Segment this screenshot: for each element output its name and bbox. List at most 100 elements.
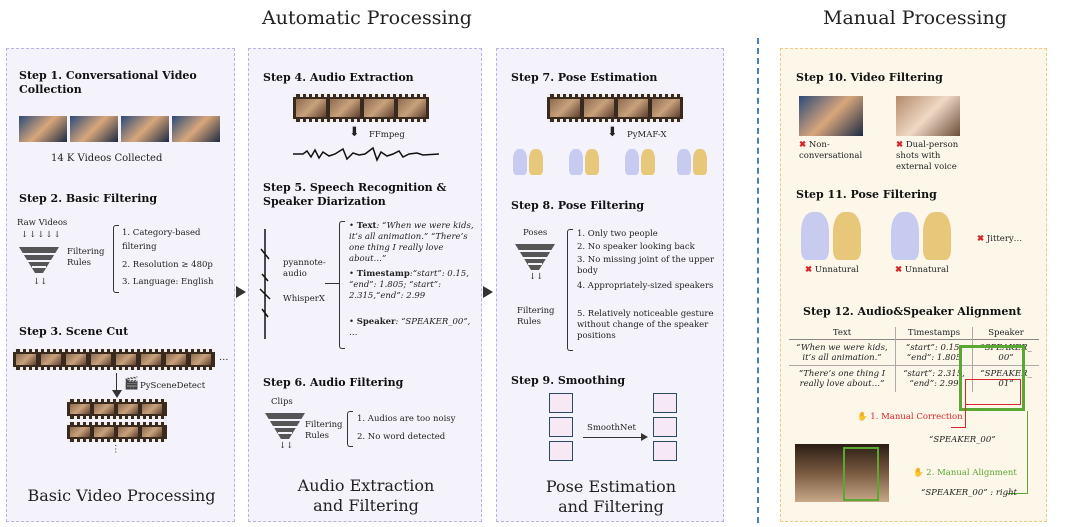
manual-alignment-text: 2. Manual Alignment xyxy=(926,468,1017,478)
video-thumbnail xyxy=(172,116,220,142)
film-strip xyxy=(293,94,429,122)
whisperx-label: WhisperX xyxy=(283,294,325,304)
poses-label: Poses xyxy=(523,228,548,238)
connector-line xyxy=(325,283,339,284)
connector-line xyxy=(951,403,966,428)
pose-mesh xyxy=(801,212,829,260)
pose-mesh xyxy=(693,149,707,175)
funnel-icon xyxy=(515,244,555,270)
step5-title: Step 5. Speech Recognition & Speaker Dia… xyxy=(263,181,447,208)
pose-mesh xyxy=(833,212,861,260)
rule-item: 2. No word detected xyxy=(357,432,446,442)
step1-title: Step 1. Conversational Video Collection xyxy=(19,69,197,96)
x-icon: ✖ xyxy=(896,140,904,150)
dual-person-text: Dual-person shots with external voice xyxy=(896,140,959,172)
rule-item: 3. Language: English xyxy=(122,277,214,287)
unnatural-text: Unnatural xyxy=(904,265,949,275)
text-value: : “When we were kids, it’s all animation… xyxy=(349,221,474,264)
dual-person-label: ✖ Dual-person shots with external voice xyxy=(896,140,978,173)
pose-mesh xyxy=(513,149,527,175)
video-thumbnail xyxy=(70,116,118,142)
non-conversational-label: ✖ Non-conversational xyxy=(799,140,879,162)
step12-title: Step 12. Audio&Speaker Alignment xyxy=(803,305,1022,318)
ellipsis: … xyxy=(219,352,229,363)
rule-item: 5. Relatively noticeable gesture without… xyxy=(577,309,714,341)
down-arrow-icon: ⬇ xyxy=(349,125,360,140)
section-divider xyxy=(757,38,759,523)
pose-mesh xyxy=(891,212,919,260)
x-icon: ✖ xyxy=(895,265,903,275)
pose-frame xyxy=(653,417,677,437)
down-arrows-icon: ↓↓ xyxy=(279,441,294,451)
pose-frame xyxy=(653,441,677,461)
manual-correction-text: 1. Manual Correction xyxy=(870,412,963,422)
table-header: Speaker xyxy=(988,328,1024,338)
rule-item: 1. Category-based filtering xyxy=(122,228,201,252)
speaker-value: : “SPEAKER_00”, … xyxy=(349,317,471,338)
video-thumbnail xyxy=(799,96,863,136)
table-cell: “There’s one thing I really love about…” xyxy=(789,365,896,392)
x-icon: ✖ xyxy=(799,140,807,150)
pose-frame xyxy=(549,441,573,461)
rule-item: 1. Only two people xyxy=(577,229,658,239)
timestamp-value: :“start”: 0.15, “end”: 1.805; “start”: 2… xyxy=(349,269,469,301)
jittery-text: Jittery… xyxy=(986,234,1023,244)
pose-mesh xyxy=(923,212,951,260)
hand-icon: ✋ xyxy=(857,412,868,422)
step8-title: Step 8. Pose Filtering xyxy=(511,199,645,212)
jittery-label: ✖ Jittery… xyxy=(977,234,1022,245)
video-thumbnail xyxy=(121,116,169,142)
arrow-head-icon xyxy=(641,433,648,441)
film-strip xyxy=(13,349,215,370)
table-cell: “SPEAKER_ 01” xyxy=(980,368,1032,389)
text-label: Text xyxy=(356,221,377,231)
error-highlight-box xyxy=(965,379,1021,405)
rule-item: 3. No missing joint of the upper body xyxy=(577,255,715,276)
step2-title: Step 2. Basic Filtering xyxy=(19,192,158,205)
arrow-line xyxy=(583,437,643,438)
panel-pose-estimation: Step 7. Pose Estimation ⬇ PyMAF-X Step 8… xyxy=(496,48,724,522)
video-thumbnail xyxy=(19,116,67,142)
speaker-highlight-box xyxy=(843,447,879,501)
step11-title: Step 11. Pose Filtering xyxy=(796,188,937,201)
speaker-highlight-box xyxy=(959,345,1025,411)
rule-item: 1. Audios are too noisy xyxy=(357,414,456,424)
down-arrows-icon: ↓↓↓↓↓ xyxy=(21,230,62,240)
funnel-icon xyxy=(19,247,59,273)
pymaf-label: PyMAF-X xyxy=(627,130,667,140)
pyscenedetect-label: PySceneDetect xyxy=(140,381,206,391)
down-arrow-icon: ⬇ xyxy=(607,125,618,140)
panel-manual-processing: Step 10. Video Filtering ✖ Non-conversat… xyxy=(780,48,1047,522)
unnatural-label: ✖ Unnatural xyxy=(805,265,859,276)
pose-frame xyxy=(549,417,573,437)
step7-title: Step 7. Pose Estimation xyxy=(511,71,658,84)
pose-mesh xyxy=(677,149,691,175)
timestamp-label: Timestamp xyxy=(356,269,410,279)
film-strip xyxy=(67,399,167,419)
step3-title: Step 3. Scene Cut xyxy=(19,325,129,338)
filtering-rules-label: Filtering Rules xyxy=(67,247,105,268)
rule-item: 4. Appropriately-sized speakers xyxy=(577,281,714,291)
speaker-label: Speaker xyxy=(356,317,396,327)
pose-frame xyxy=(549,393,573,413)
clips-label: Clips xyxy=(271,397,293,407)
speaker-output: • Speaker: “SPEAKER_00”, … xyxy=(349,317,471,338)
x-icon: ✖ xyxy=(977,234,985,244)
x-icon: ✖ xyxy=(805,265,813,275)
raw-videos-label: Raw Videos xyxy=(17,218,68,228)
manual-correction-label: ✋ 1. Manual Correction xyxy=(857,412,963,423)
pose-mesh xyxy=(585,149,599,175)
film-strip xyxy=(67,422,167,442)
down-arrows-icon: ↓↓ xyxy=(529,272,544,282)
hand-icon: ✋ xyxy=(913,468,924,478)
vertical-ellipsis: ⋮ xyxy=(111,444,121,455)
step9-title: Step 9. Smoothing xyxy=(511,374,626,387)
pose-mesh xyxy=(625,149,639,175)
connector-line xyxy=(1007,411,1028,494)
column-footer: Basic Video Processing xyxy=(27,486,216,505)
step10-title: Step 10. Video Filtering xyxy=(796,71,943,84)
brace xyxy=(113,225,119,293)
table-row: “There’s one thing I really love about…”… xyxy=(789,365,1039,392)
video-frame xyxy=(795,444,889,502)
timestamp-output: • Timestamp:“start”: 0.15, “end”: 1.805;… xyxy=(349,269,469,301)
